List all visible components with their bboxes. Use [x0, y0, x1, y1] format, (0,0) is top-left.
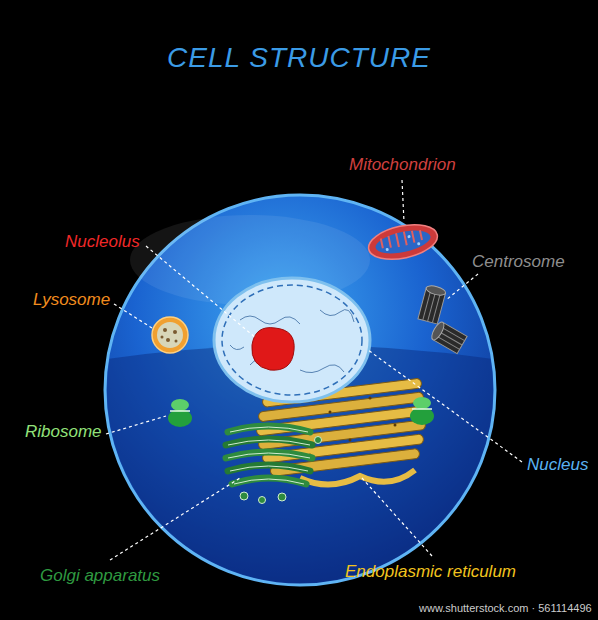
leader-line — [106, 180, 522, 560]
centrosome — [435, 335, 459, 349]
endoplasmic-reticulum — [300, 470, 415, 485]
leader-line — [146, 246, 256, 338]
mitochondrion — [365, 219, 440, 265]
part-label: Endoplasmic reticulum — [345, 562, 516, 582]
centrosome — [440, 327, 464, 341]
cell-body — [100, 195, 500, 600]
centrosome — [432, 292, 440, 323]
golgi-apparatus — [259, 497, 266, 504]
ribosome — [413, 397, 431, 409]
ribosome — [171, 399, 189, 411]
centrosome — [429, 320, 446, 341]
nucleus — [222, 285, 362, 395]
lysosome — [161, 336, 164, 339]
golgi-apparatus — [278, 493, 286, 501]
part-label: Lysosome — [33, 290, 110, 310]
leader-line — [106, 416, 166, 434]
ribosome — [168, 397, 434, 427]
centrosome — [425, 284, 446, 297]
mitochondrion — [374, 226, 433, 257]
lysosome — [175, 340, 178, 343]
golgi-apparatus — [226, 426, 322, 504]
centrosome — [418, 284, 447, 324]
ribosome — [410, 407, 434, 425]
nucleus — [214, 278, 370, 402]
nucleus — [252, 328, 294, 371]
leader-line — [368, 350, 522, 462]
endoplasmic-reticulum — [394, 424, 397, 427]
lysosome — [166, 338, 170, 342]
centrosome — [428, 291, 436, 322]
lysosome — [163, 328, 167, 332]
lysosome — [157, 322, 183, 348]
golgi-apparatus — [228, 427, 310, 484]
mitochondrion — [365, 219, 440, 265]
part-label: Mitochondrion — [349, 155, 456, 175]
watermark-text: www.shutterstock.com · 561114496 — [419, 601, 592, 615]
part-label: Golgi apparatus — [40, 566, 160, 586]
centrosome — [423, 289, 431, 320]
nucleus — [214, 278, 370, 402]
ribosome — [412, 408, 432, 410]
lysosome — [152, 317, 188, 353]
part-label: Nucleus — [527, 455, 588, 475]
ribosome — [170, 410, 190, 412]
leader-line — [110, 478, 240, 560]
nucleus — [230, 310, 354, 373]
leader-line — [114, 304, 152, 328]
mitochondrion — [385, 248, 389, 252]
lysosome — [152, 317, 188, 353]
ribosome — [168, 409, 192, 427]
mitochondrion — [407, 235, 411, 239]
centrosome — [429, 320, 467, 353]
part-label: Centrosome — [472, 252, 565, 272]
mitochondrion — [380, 228, 422, 250]
part-label: Nucleolus — [65, 232, 140, 252]
diagram-title: CELL STRUCTURE — [167, 42, 431, 74]
leader-line — [362, 478, 432, 556]
lysosome — [173, 330, 177, 334]
centrosome — [418, 284, 467, 354]
mitochondrion — [417, 242, 421, 246]
endoplasmic-reticulum — [329, 411, 332, 414]
part-label: Ribosome — [25, 422, 102, 442]
golgi-apparatus — [315, 437, 322, 444]
endoplasmic-reticulum — [369, 397, 372, 400]
golgi-apparatus — [240, 492, 248, 500]
leader-line — [402, 180, 404, 222]
leader-line — [446, 274, 478, 300]
endoplasmic-reticulum — [349, 439, 352, 442]
